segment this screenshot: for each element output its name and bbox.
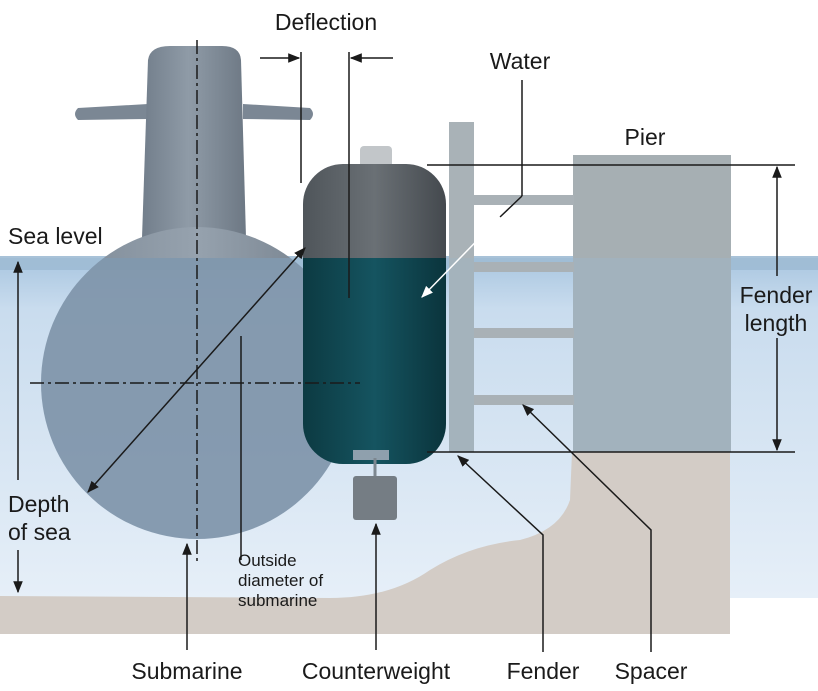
submarine-sail xyxy=(75,46,313,238)
label-submarine: Submarine xyxy=(131,658,242,684)
label-depth-of-sea-line2: of sea xyxy=(8,519,71,545)
label-sea-level: Sea level xyxy=(8,223,103,249)
diameter-arrow xyxy=(87,247,306,493)
label-outside-diameter-line1: Outside xyxy=(238,551,297,570)
label-outside-diameter-line3: submarine xyxy=(238,591,317,610)
counterweight xyxy=(353,458,397,520)
label-counterweight: Counterweight xyxy=(302,658,451,684)
label-fender-length-line2: length xyxy=(745,310,808,336)
label-spacer: Spacer xyxy=(615,658,688,684)
fender-post xyxy=(449,122,474,452)
fender-length-dimension xyxy=(427,164,795,453)
label-outside-diameter-line2: diameter of xyxy=(238,571,323,590)
label-pier: Pier xyxy=(625,124,666,150)
seabed xyxy=(0,452,730,634)
fender-post-underwater-tint xyxy=(449,258,474,452)
label-deflection: Deflection xyxy=(275,9,377,35)
fender-leader xyxy=(457,455,544,652)
label-fender: Fender xyxy=(507,658,580,684)
fender xyxy=(303,146,446,464)
label-fender-length-line1: Fender xyxy=(740,282,813,308)
deflection-markers xyxy=(260,52,393,298)
spacers xyxy=(474,195,574,405)
spacer-leader xyxy=(522,404,652,652)
water-leader xyxy=(421,80,523,298)
pier-underwater-tint xyxy=(573,258,731,452)
label-water: Water xyxy=(490,48,551,74)
label-depth-of-sea-line1: Depth xyxy=(8,491,69,517)
